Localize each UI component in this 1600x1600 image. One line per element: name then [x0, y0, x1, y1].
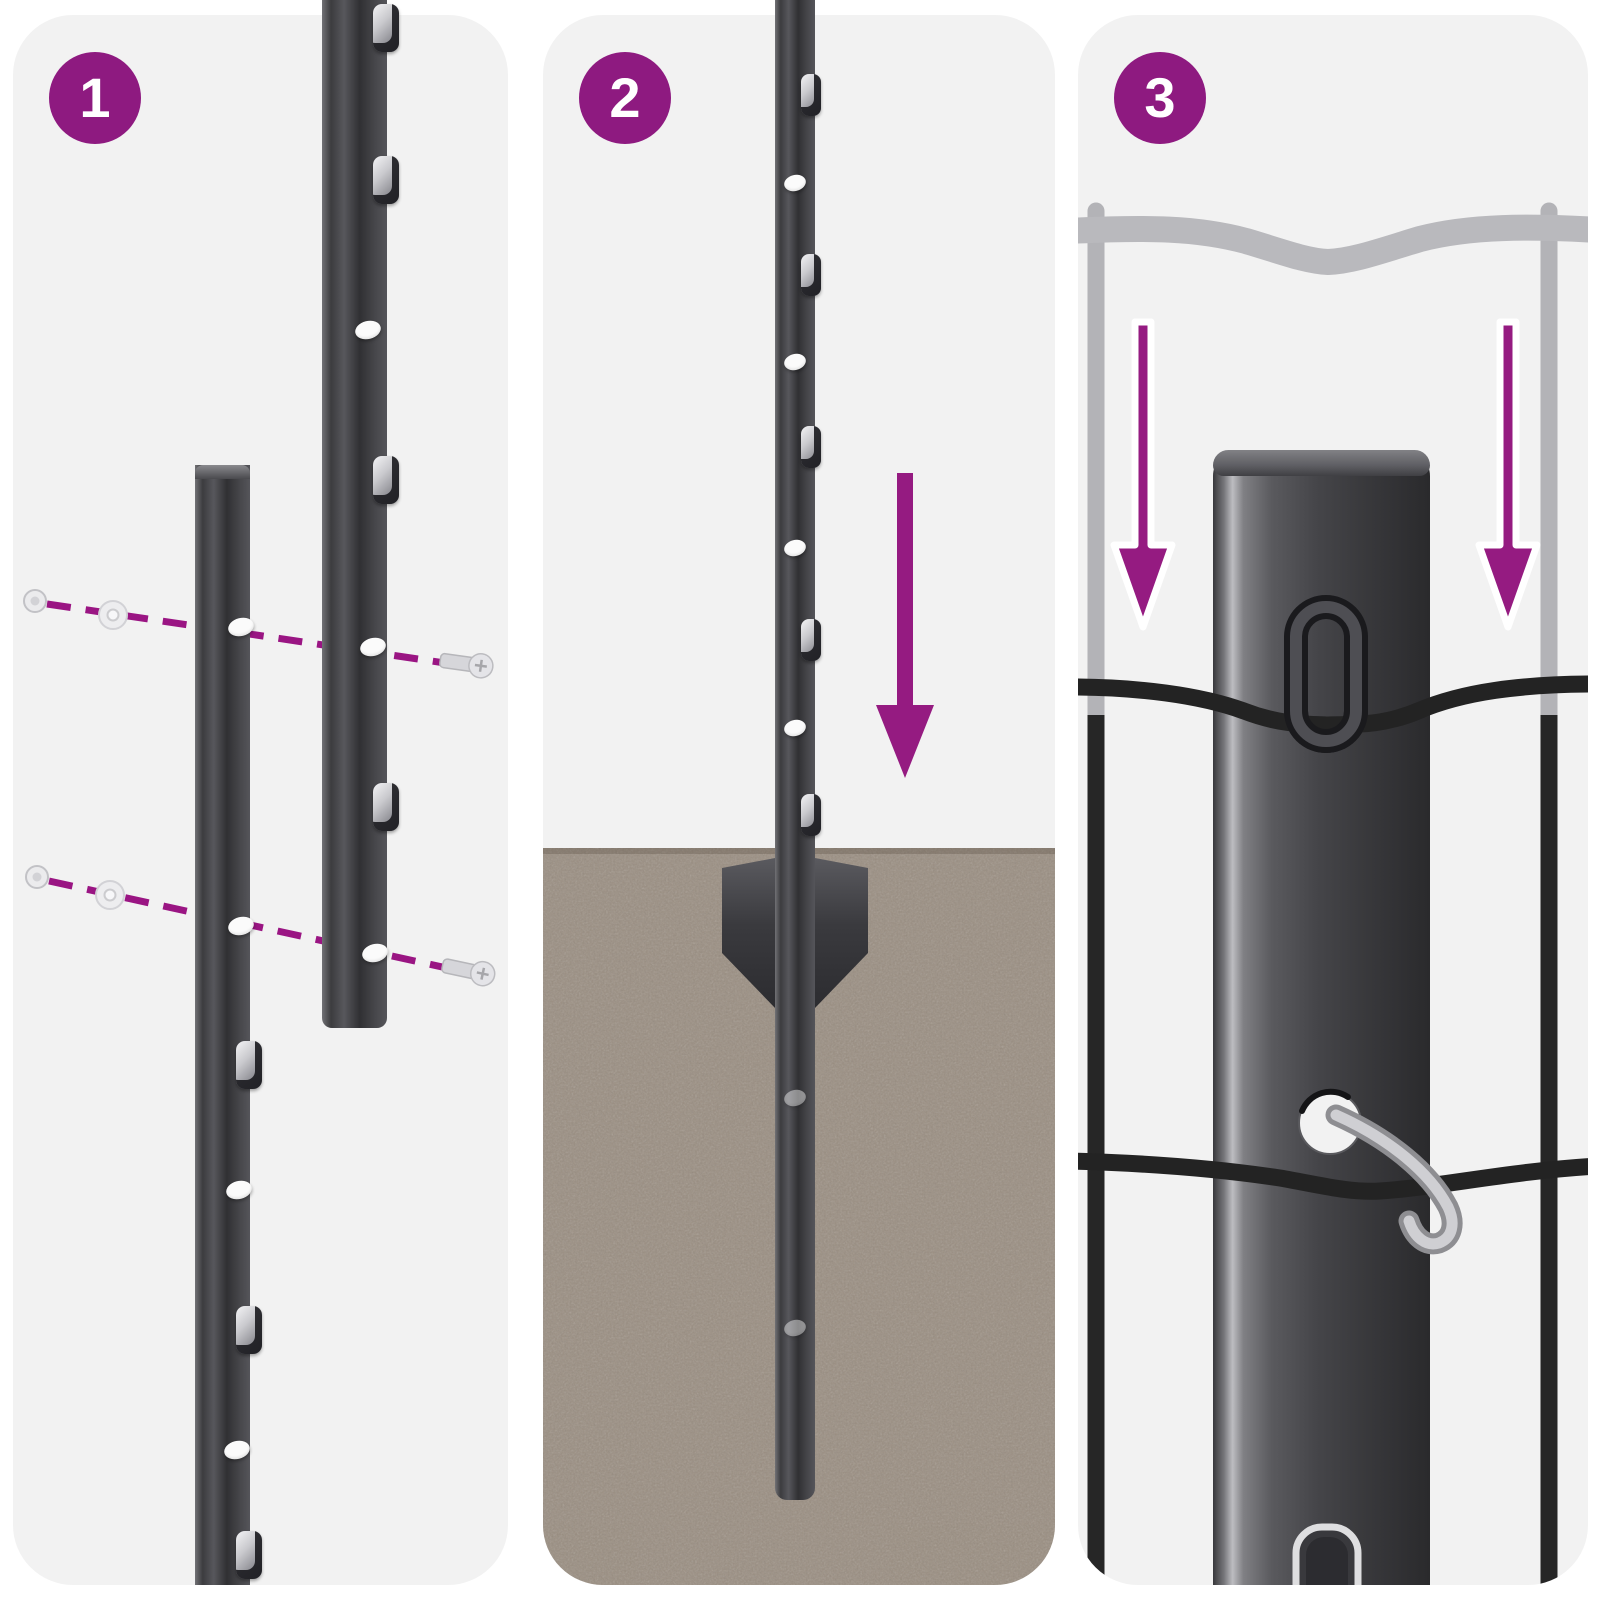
screw-icon — [439, 652, 494, 679]
step-number: 1 — [79, 66, 111, 129]
post-hook-tab — [801, 794, 821, 836]
step-2-panel: 2 — [543, 0, 1055, 1585]
fence-mesh-gray — [1078, 202, 1588, 736]
step-3-panel: 3 — [1078, 15, 1588, 1585]
post-hook-tab — [373, 456, 399, 504]
post-hook-tab — [1292, 1523, 1362, 1585]
post-hole — [224, 1178, 254, 1202]
screw-alignment-layer — [23, 589, 496, 987]
washer-icon — [95, 600, 128, 910]
post-hook-tab — [373, 783, 399, 831]
drive-down-arrow-layer — [876, 473, 934, 778]
down-arrow-icon — [876, 473, 934, 778]
post-hole — [358, 635, 388, 659]
post-hook-tab — [801, 619, 821, 661]
post-hole — [222, 1438, 252, 1462]
post-lower-section — [195, 465, 262, 1585]
mesh-horizontal-wire-upper — [1078, 675, 1588, 734]
post-hook-tab — [236, 1531, 262, 1579]
hex-nut-icon — [23, 589, 49, 889]
step-1-panel: 1 — [13, 0, 508, 1585]
post-hook-tab — [236, 1306, 262, 1354]
screw-icon — [441, 958, 496, 987]
step-number: 3 — [1144, 66, 1176, 129]
dashed-line-upper — [46, 600, 466, 670]
post-top-cap — [195, 465, 250, 479]
post-hook-tab — [801, 254, 821, 296]
down-arrow-icon — [1110, 318, 1176, 631]
post-hook-tab — [236, 1041, 262, 1089]
mesh-horizontal-wire-lower — [1078, 1152, 1588, 1200]
post-hook-bridge — [1284, 693, 1368, 753]
u-post — [775, 0, 821, 1500]
step-number: 2 — [609, 66, 641, 129]
post-hook-tab — [801, 426, 821, 468]
down-arrow-icon — [1475, 318, 1541, 631]
post-hook-tab — [801, 74, 821, 116]
post-hook-tab — [373, 4, 399, 52]
mesh-top-wire — [1078, 214, 1588, 276]
step-1-badge: 1 — [49, 52, 141, 144]
post-hole — [353, 318, 383, 342]
lower-mesh-arrows-layer — [1110, 318, 1541, 631]
post-upper-section — [322, 0, 399, 1028]
fence-mesh-black — [1078, 595, 1588, 1585]
wire-clip — [1325, 1104, 1463, 1255]
post-hole — [360, 941, 390, 965]
dashed-line-lower — [48, 877, 466, 976]
step-2-badge: 2 — [579, 52, 671, 144]
step-3-badge: 3 — [1114, 52, 1206, 144]
post-closeup — [1213, 450, 1430, 1585]
post-hook-tab — [373, 156, 399, 204]
